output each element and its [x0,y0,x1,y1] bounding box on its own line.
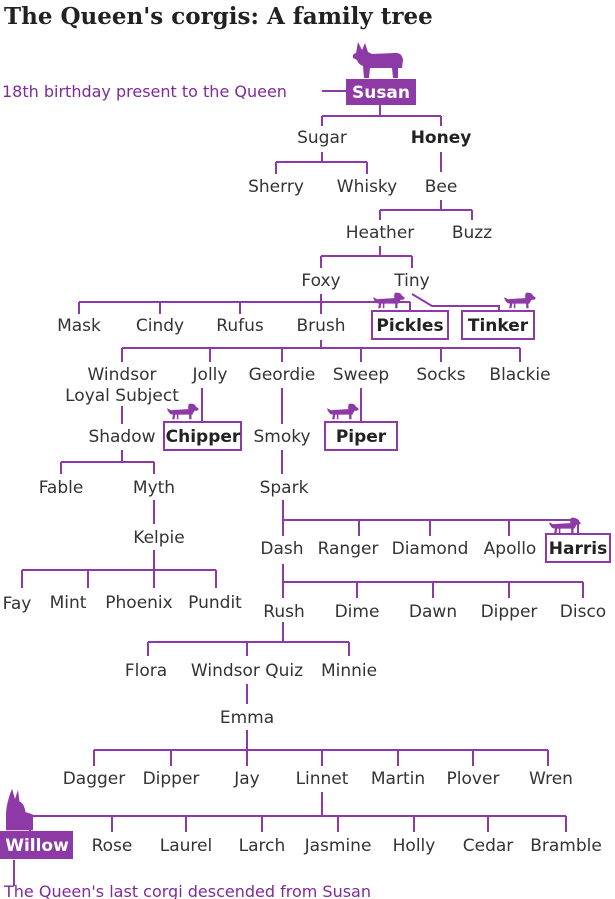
dog-name-brush: Brush [296,316,345,336]
dog-name-piper: Piper [336,427,387,447]
dog-name-kelpie: Kelpie [133,528,184,548]
dog-name-tiny: Tiny [393,271,429,291]
dog-name-socks: Socks [416,365,465,385]
dog-name-bramble: Bramble [530,836,602,856]
willow-highlight-box [0,831,73,859]
dog-name-diamond: Diamond [392,539,469,559]
dog-name-windsor-quiz: Windsor Quiz [191,661,303,681]
dog-name-heather: Heather [346,223,415,243]
dog-name-larch: Larch [239,836,286,856]
chipper-box [163,421,242,451]
dog-name-wren: Wren [529,769,573,789]
harris-box [545,533,611,563]
susan-highlight-box [346,79,416,105]
dog-name-loyal-subject: Loyal Subject [65,386,179,406]
dog-name-foxy: Foxy [301,271,340,291]
dog-name-mask: Mask [57,316,101,336]
dog-name-buzz: Buzz [452,223,492,243]
dog-name-myth: Myth [133,478,175,498]
dog-name-fable: Fable [39,478,84,498]
dog-name-disco: Disco [560,602,606,622]
pickles-box [371,310,449,340]
dog-name-harris: Harris [549,539,607,559]
page-title: The Queen's corgis: A family tree [4,3,433,30]
corgi-silhouette-icon [352,42,403,78]
connector-lines [13,90,584,886]
dog-name-dash: Dash [260,539,303,559]
dog-name-spark: Spark [260,478,309,498]
dog-name-tinker: Tinker [468,316,529,336]
dog-name-flora: Flora [125,661,167,681]
dog-name-rufus: Rufus [216,316,264,336]
dog-name-whisky: Whisky [337,177,397,197]
top-annotation: 18th birthday present to the Queen [2,82,287,101]
dog-name-linnet: Linnet [296,769,349,789]
dog-name-emma: Emma [220,708,274,728]
dog-name-honey: Honey [411,128,472,148]
dog-name-rush: Rush [263,602,304,622]
dog-name-mint: Mint [50,593,87,613]
dog-name-dagger: Dagger [63,769,126,789]
dog-name-susan: Susan [352,83,410,103]
piper-box [324,421,398,451]
dog-name-pundit: Pundit [188,593,242,613]
dog-name-plover: Plover [447,769,500,789]
dog-name-minnie: Minnie [321,661,377,681]
dog-name-bee: Bee [425,177,458,197]
dog-name-dime: Dime [335,602,380,622]
dachshund-silhouette-icon [326,403,359,420]
tinker-box [461,310,535,340]
dog-name-willow: Willow [5,836,69,856]
dog-name-martin: Martin [371,769,425,789]
dog-name-dipper-1: Dipper [481,602,538,622]
dog-name-sherry: Sherry [248,177,304,197]
dog-name-rose: Rose [92,836,133,856]
dog-name-laurel: Laurel [160,836,212,856]
dog-name-dawn: Dawn [409,602,457,622]
dog-name-jolly: Jolly [192,365,228,385]
dachshund-silhouette-icon [503,292,536,309]
dog-name-jasmine: Jasmine [304,836,372,856]
dog-name-chipper: Chipper [166,427,241,447]
dog-name-dipper-2: Dipper [143,769,200,789]
dog-name-ranger: Ranger [318,539,379,559]
dog-name-cindy: Cindy [136,316,184,336]
dachshund-silhouette-icon [372,292,405,309]
dog-name-pickles: Pickles [376,316,443,336]
dog-name-phoenix: Phoenix [105,593,172,613]
dog-name-fay: Fay [3,594,32,614]
dog-name-cedar: Cedar [463,836,514,856]
dog-name-smoky: Smoky [253,427,310,447]
dog-name-geordie: Geordie [249,365,316,385]
bottom-annotation: The Queen's last corgi descended from Su… [3,882,371,899]
dog-name-sweep: Sweep [333,365,389,385]
dog-name-holly: Holly [393,836,436,856]
dog-name-jay: Jay [233,769,260,789]
dog-names: Susan Sugar Honey Sherry Whisky Bee Heat… [3,83,608,856]
dog-name-windsor: Windsor [88,365,157,385]
dog-name-apollo: Apollo [484,539,537,559]
corgi-silhouette-icon [6,788,33,831]
dog-name-blackie: Blackie [489,365,550,385]
dog-name-shadow: Shadow [88,427,155,447]
dog-name-sugar: Sugar [297,128,347,148]
